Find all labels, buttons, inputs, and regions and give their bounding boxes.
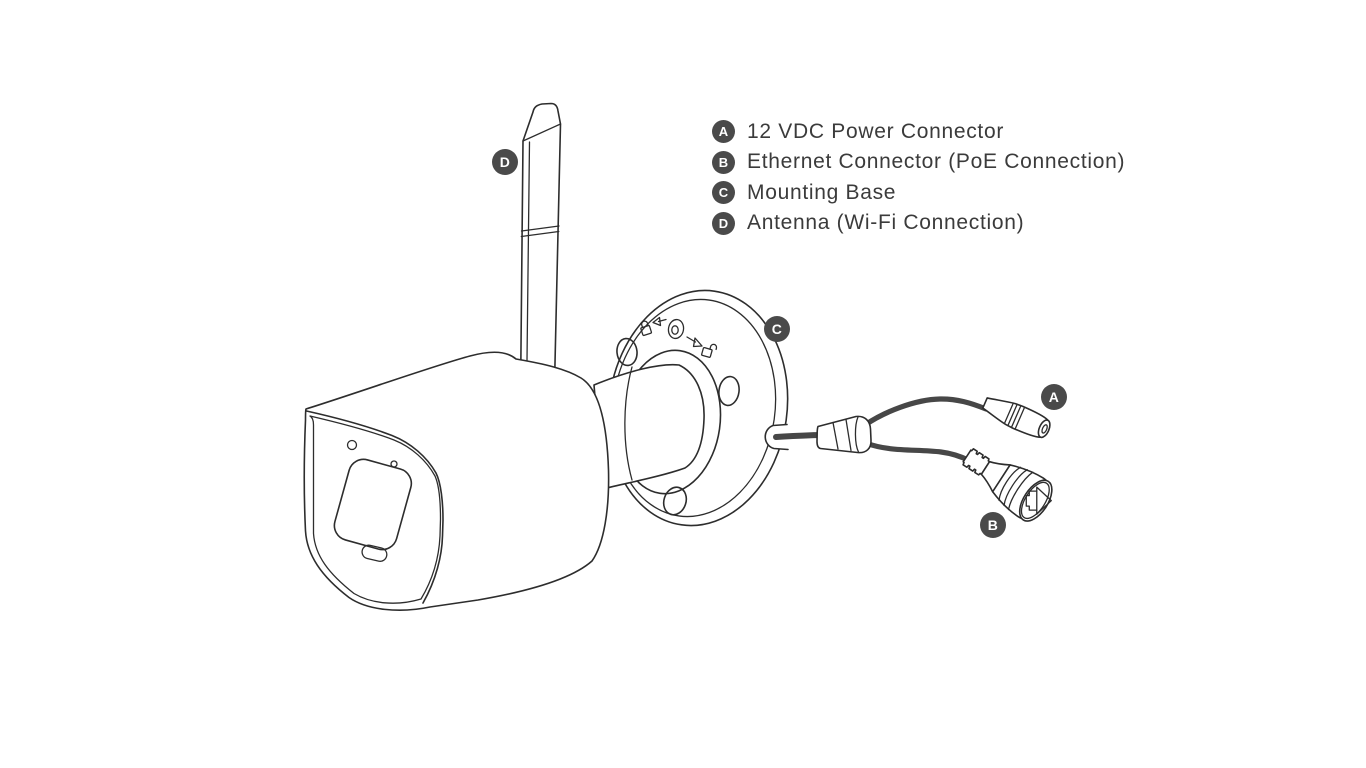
rj45-port [1025, 486, 1052, 515]
marker-power-connector: A [1041, 384, 1067, 410]
legend-badge: A [712, 120, 735, 143]
ethernet-connector-drawing [962, 448, 1053, 522]
lock-icon [640, 320, 653, 337]
marker-mounting-base: C [764, 316, 790, 342]
rotate-arrow-icon [652, 316, 667, 327]
rotate-arrow-icon [686, 336, 703, 348]
stem-drawing [593, 363, 705, 490]
legend-badge: C [712, 181, 735, 204]
legend-label: 12 VDC Power Connector [747, 119, 1005, 143]
screw-hole [718, 375, 740, 407]
light-sensor [346, 439, 358, 451]
screw-hole [616, 337, 638, 367]
legend-badge: D [712, 211, 735, 235]
marker-ethernet-connector: B [980, 512, 1006, 538]
legend-row-mounting-base: C Mounting Base [712, 181, 896, 204]
lens-window [333, 458, 413, 551]
cable-drawing [773, 396, 989, 464]
camera-body-drawing [303, 351, 610, 611]
legend-row-power: A 12 VDC Power Connector [712, 120, 1004, 143]
legend-row-antenna: D Antenna (Wi-Fi Connection) [712, 211, 1025, 235]
legend-label: Ethernet Connector (PoE Connection) [747, 150, 1126, 173]
screw-icon [667, 318, 685, 340]
screw-hole [662, 486, 688, 516]
microphone-slot [361, 544, 388, 562]
legend-label: Antenna (Wi-Fi Connection) [747, 211, 1025, 234]
led-indicator [390, 460, 398, 468]
marker-antenna: D [492, 149, 518, 175]
legend-row-ethernet: B Ethernet Connector (PoE Connection) [712, 150, 1126, 174]
power-connector-drawing [982, 397, 1051, 439]
legend-badge: B [712, 150, 735, 174]
cable-splitter [816, 415, 872, 454]
unlock-icon [701, 343, 718, 358]
legend-label: Mounting Base [747, 180, 897, 204]
